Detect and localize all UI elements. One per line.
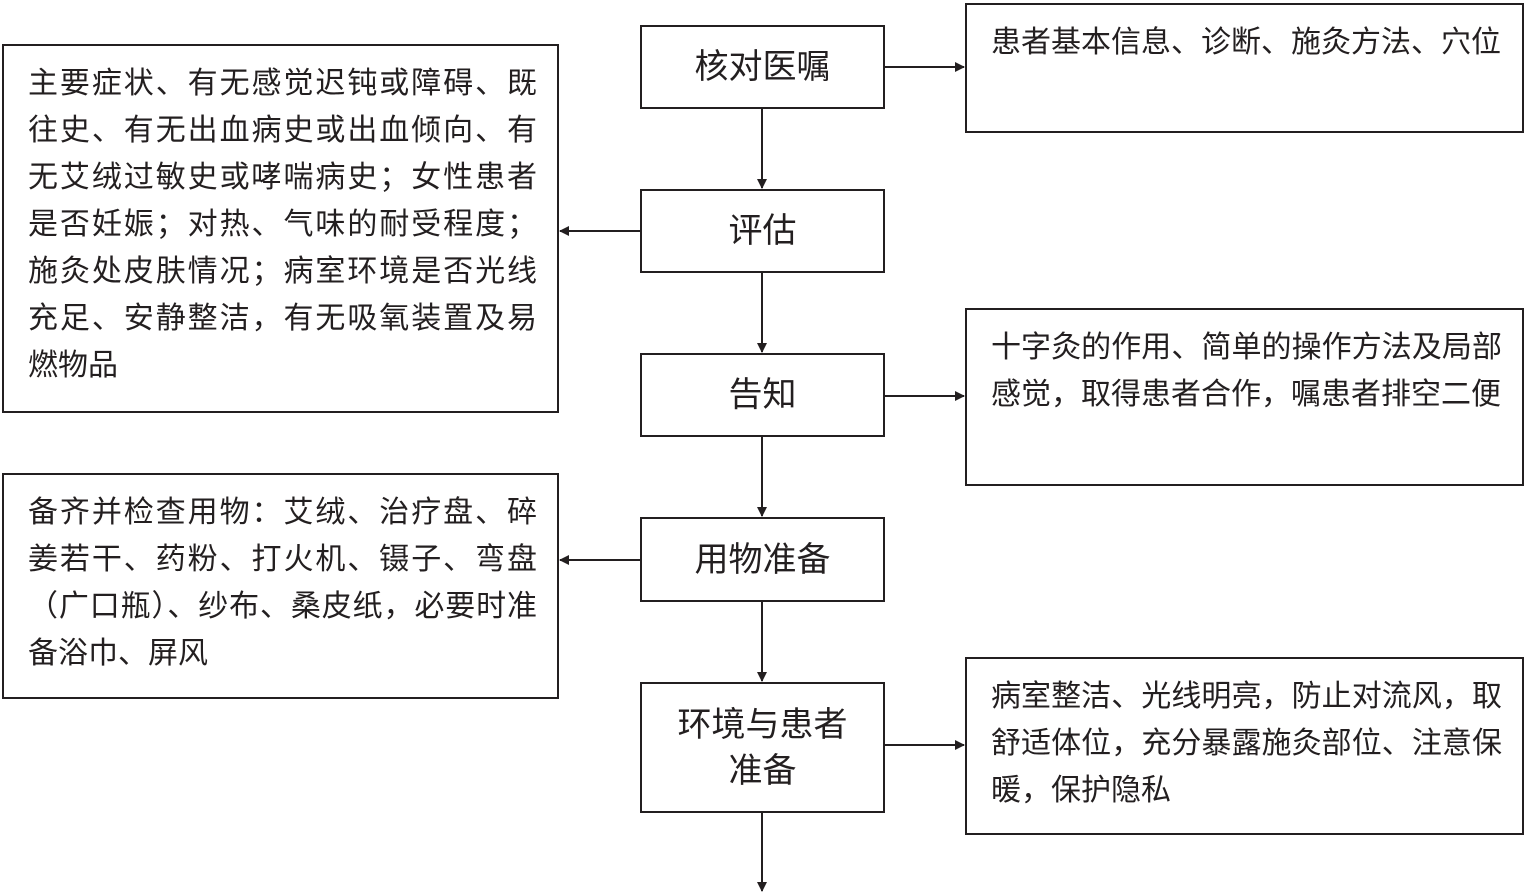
- note-assessment-details: 主要症状、有无感觉迟钝或障碍、既往史、有无出血病史或出血倾向、有无艾绒过敏史或哮…: [2, 44, 559, 413]
- note-inform-details: 十字灸的作用、简单的操作方法及局部感觉，取得患者合作，嘱患者排空二便: [965, 308, 1524, 486]
- step-assess: 评估: [640, 189, 885, 273]
- step-environment-patient-prep: 环境与患者 准备: [640, 682, 885, 813]
- step-prepare-supplies: 用物准备: [640, 517, 885, 602]
- step-verify-order: 核对医嘱: [640, 25, 885, 109]
- note-environment-details: 病室整洁、光线明亮，防止对流风，取舒适体位，充分暴露施灸部位、注意保暖，保护隐私: [965, 657, 1524, 835]
- note-verify-details: 患者基本信息、诊断、施灸方法、穴位: [965, 3, 1524, 133]
- note-supplies-details: 备齐并检查用物：艾绒、治疗盘、碎姜若干、药粉、打火机、镊子、弯盘（广口瓶）、纱布…: [2, 473, 559, 699]
- step-inform: 告知: [640, 353, 885, 437]
